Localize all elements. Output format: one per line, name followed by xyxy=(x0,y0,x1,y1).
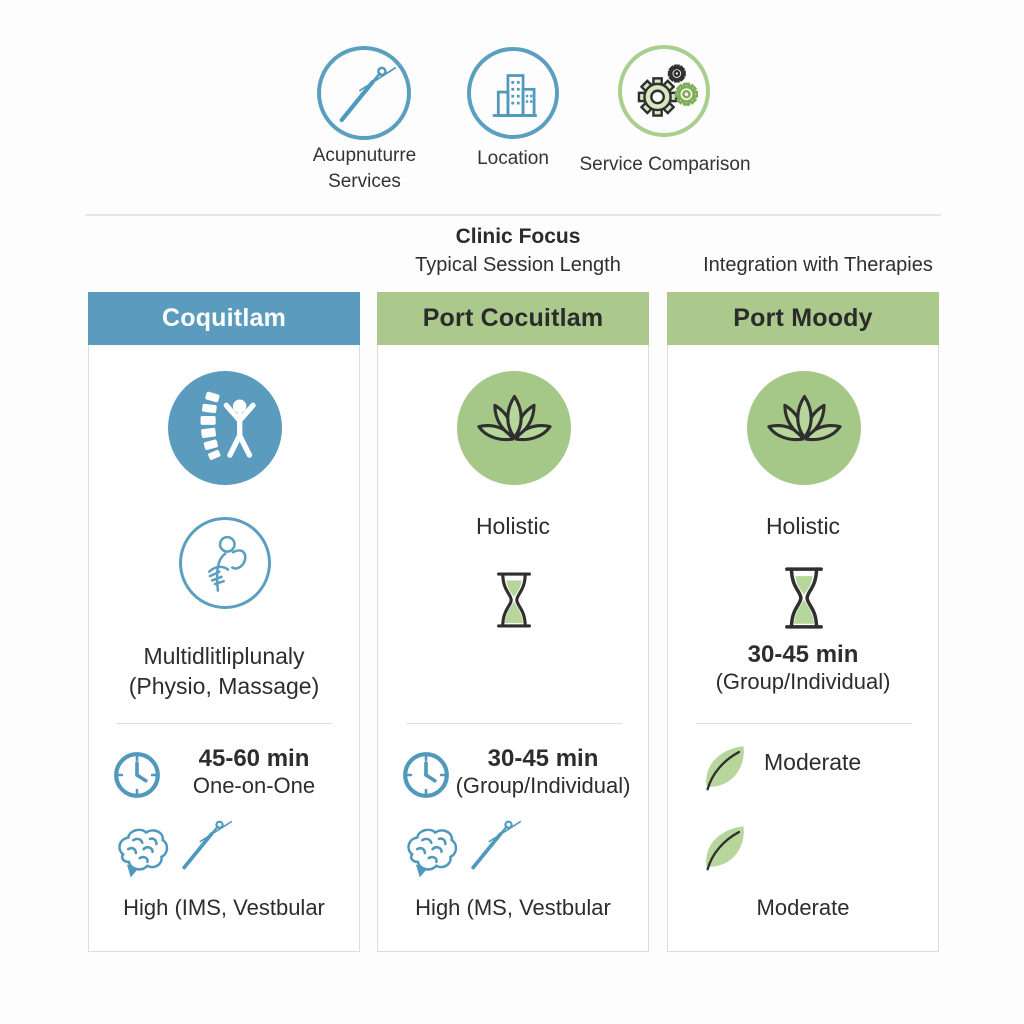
column-port-moody: Port Moody Holistic 30-45 min (Group/Ind… xyxy=(667,292,939,952)
brain-icon xyxy=(398,821,462,885)
gears-icon xyxy=(630,57,699,126)
lotus-icon xyxy=(760,384,849,473)
column-body-coquitlam: Multidlitliplunaly (Physio, Massage) 45-… xyxy=(88,345,360,952)
card-divider xyxy=(696,723,912,724)
acupuncture-needle-icon xyxy=(329,58,400,129)
location-label: Location xyxy=(477,148,549,169)
hourglass-icon xyxy=(479,561,549,639)
column-header-port-coquitlam: Port Cocuitlam xyxy=(377,292,649,345)
integration-text: High (MS, Vestbular xyxy=(415,895,611,920)
service-comparison-label: Service Comparison xyxy=(579,154,751,175)
session-length-heading: Typical Session Length xyxy=(415,254,621,276)
integration-text: Moderate xyxy=(756,895,850,920)
focus-text: Multidlitliplunaly (Physio, Massage) xyxy=(128,643,320,700)
integration-level-label: Moderate xyxy=(764,749,862,775)
integration-text: High (IMS, Vestbular xyxy=(123,895,325,920)
comparison-badge xyxy=(618,45,710,137)
buildings-icon xyxy=(479,59,548,128)
lotus-icon xyxy=(470,384,559,473)
session-duration: 30-45 min xyxy=(747,641,859,668)
leaf-icon xyxy=(696,737,754,795)
column-coquitlam: Coquitlam Multidlitliplunaly (Physio, Ma… xyxy=(88,292,360,952)
lotus-circle-badge xyxy=(747,371,861,485)
focus-label: Holistic xyxy=(765,513,841,539)
session-format: (Group/Individual) xyxy=(715,669,891,694)
card-divider xyxy=(406,723,622,724)
location-badge xyxy=(467,47,559,139)
focus-label: Holistic xyxy=(475,513,551,539)
card-divider xyxy=(117,723,333,724)
column-port-coquitlam: Port Cocuitlam Holistic 30-45 min (Group… xyxy=(377,292,649,952)
leaf-icon xyxy=(696,817,754,875)
top-divider xyxy=(85,214,941,216)
clinic-focus-heading: Clinic Focus xyxy=(455,225,581,248)
column-body-port-moody: Holistic 30-45 min (Group/Individual) Mo… xyxy=(667,345,939,952)
session-duration: 30-45 min xyxy=(487,745,599,772)
needle-icon xyxy=(462,813,524,875)
session-duration: 45-60 min xyxy=(198,745,310,772)
column-body-port-coquitlam: Holistic 30-45 min (Group/Individual) Hi… xyxy=(377,345,649,952)
spine-circle-badge xyxy=(168,371,282,485)
spine-person-icon xyxy=(181,384,270,473)
integration-heading: Integration with Therapies xyxy=(703,254,933,276)
massage-icon xyxy=(189,527,261,599)
session-info: 45-60 min One-on-One xyxy=(163,745,345,799)
column-header-coquitlam: Coquitlam xyxy=(88,292,360,345)
lotus-circle-badge xyxy=(457,371,571,485)
brain-icon xyxy=(109,821,173,885)
acupuncture-services-label: Acupnuturre Services xyxy=(312,145,417,192)
session-info: 30-45 min (Group/Individual) xyxy=(668,641,938,695)
column-header-port-moody: Port Moody xyxy=(667,292,939,345)
needle-icon xyxy=(173,813,235,875)
clock-icon xyxy=(400,749,452,801)
session-info: 30-45 min (Group/Individual) xyxy=(452,745,634,799)
session-format: One-on-One xyxy=(192,773,316,798)
session-format: (Group/Individual) xyxy=(455,773,631,798)
hourglass-icon xyxy=(765,555,843,641)
clock-icon xyxy=(111,749,163,801)
massage-circle-badge xyxy=(179,517,271,609)
acupuncture-badge xyxy=(317,46,411,140)
